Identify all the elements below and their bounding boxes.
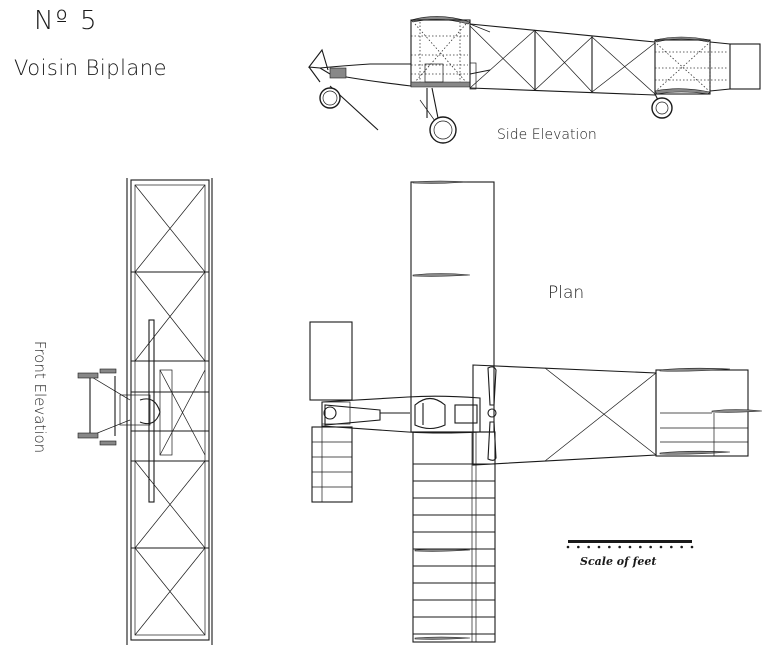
side-tail-boom: [469, 23, 656, 96]
plan-lower-wing: [412, 431, 496, 643]
scale-tick: [608, 545, 611, 549]
front-elevation-view: [77, 178, 213, 645]
plan-upper-wing: [410, 180, 495, 433]
front-landing-gear: [77, 368, 161, 446]
side-elevation-view: [307, 16, 761, 144]
front-bays: [131, 184, 209, 636]
side-elevation-label: Side Elevation: [497, 127, 597, 143]
tail-wheel-side: [651, 97, 673, 119]
scale-bar: [566, 540, 694, 549]
scale-tick: [690, 545, 694, 549]
scale-label: Scale of feet: [580, 555, 657, 568]
scale-tick: [659, 545, 663, 549]
plan-tail-cell: [655, 367, 763, 457]
scale-tick: [618, 545, 621, 549]
plan-propeller: [487, 366, 497, 461]
plan-nacelle: [321, 395, 481, 434]
plan-label: Plan: [548, 283, 585, 303]
scale-tick: [566, 545, 570, 549]
scale-tick: [577, 545, 580, 549]
scale-tick: [680, 545, 683, 549]
front-propeller: [148, 319, 155, 503]
side-tail-cell: [654, 36, 761, 95]
document-title: Voisin Biplane: [14, 56, 168, 80]
scale-tick: [670, 545, 673, 549]
scale-tick: [639, 545, 642, 549]
plan-view: [309, 180, 763, 643]
plan-wing-ribs: [413, 463, 495, 635]
plan-elevator: [309, 321, 353, 503]
scale-tick: [587, 545, 590, 549]
scale-tick: [628, 545, 632, 549]
side-landing-gear: [319, 85, 673, 144]
scale-tick: [597, 545, 601, 549]
side-nacelle: [307, 48, 491, 90]
side-main-cell: [410, 16, 471, 88]
plate-number: Nº 5: [34, 6, 99, 36]
plan-tail-boom: [472, 364, 657, 466]
scale-tick: [649, 545, 652, 549]
